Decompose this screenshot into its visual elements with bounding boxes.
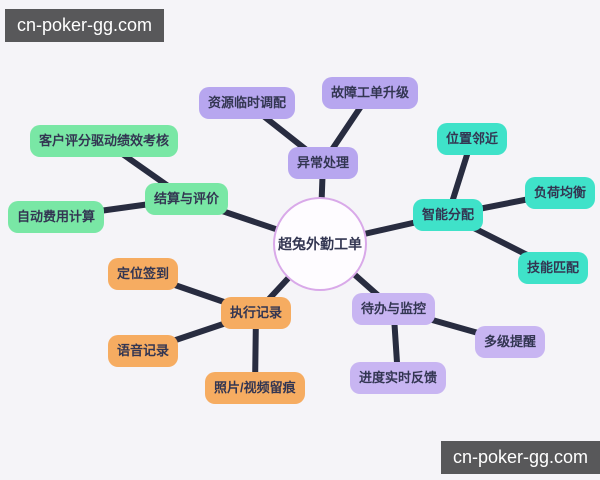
mindmap-node-jineng: 技能匹配 xyxy=(518,252,589,284)
mindmap-node-weizhi: 位置邻近 xyxy=(437,123,508,155)
mindmap-node-jindu: 进度实时反馈 xyxy=(350,362,447,394)
mindmap-node-jiesuan: 结算与评价 xyxy=(145,183,229,215)
mindmap-node-kehu: 客户评分驱动绩效考核 xyxy=(30,125,179,157)
mindmap-node-duoji: 多级提醒 xyxy=(475,326,546,358)
mindmap-node-zidong: 自动费用计算 xyxy=(8,201,105,233)
watermark-top-left: cn-poker-gg.com xyxy=(5,9,165,42)
mindmap-node-dingwei: 定位签到 xyxy=(108,258,179,290)
mindmap-node-fuhe: 负荷均衡 xyxy=(525,177,596,209)
mindmap-node-yuyin: 语音记录 xyxy=(108,335,179,367)
mindmap-center-node: 超兔外勤工单 xyxy=(273,197,367,291)
mindmap-node-daiban: 待办与监控 xyxy=(352,293,436,325)
mindmap-node-yichang: 异常处理 xyxy=(288,147,359,179)
mindmap-node-zhixing: 执行记录 xyxy=(221,297,292,329)
mindmap-node-guzhang: 故障工单升级 xyxy=(322,77,419,109)
mindmap-node-zhineng: 智能分配 xyxy=(413,199,484,231)
watermark-bottom-right: cn-poker-gg.com xyxy=(440,441,600,474)
mindmap-node-ziyuan: 资源临时调配 xyxy=(199,87,296,119)
mindmap-node-zhaopian: 照片/视频留痕 xyxy=(205,372,305,404)
